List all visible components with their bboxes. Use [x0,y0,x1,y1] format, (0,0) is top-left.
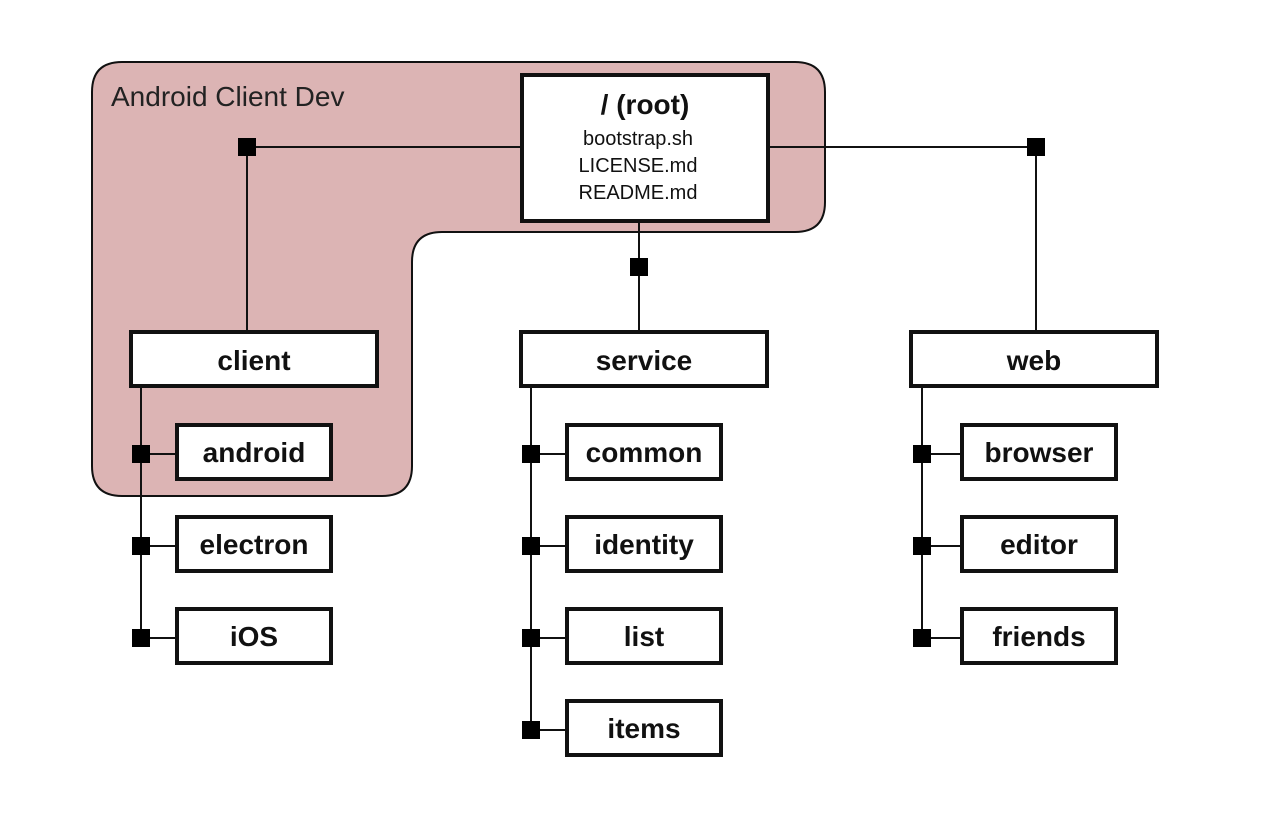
root-file: bootstrap.sh [583,128,693,150]
folder-box-electron [175,515,333,573]
junction-node [913,629,931,647]
folder-box-android [175,423,333,481]
folder-label: editor [1000,529,1078,560]
folder-label: browser [985,437,1094,468]
junction-node [913,537,931,555]
junction-node [630,258,648,276]
folder-box-identity [565,515,723,573]
folder-label: items [607,713,680,744]
folder-label: android [203,437,306,468]
folder-box-ios [175,607,333,665]
root-junctions [238,138,1045,276]
group-web: web browser editor friends [909,330,1159,665]
folder-box-common [565,423,723,481]
junction-node [1027,138,1045,156]
folder-box-list [565,607,723,665]
junction-node [522,445,540,463]
junction-node [913,445,931,463]
folder-box-friends [960,607,1118,665]
junction-node [238,138,256,156]
junction-node [132,629,150,647]
folder-label: list [624,621,664,652]
junction-node [132,537,150,555]
folder-label: web [1006,345,1061,376]
folder-label: identity [594,529,694,560]
folder-label: electron [200,529,309,560]
root-box: / (root) bootstrap.sh LICENSE.md README.… [520,73,770,223]
folder-label: common [586,437,703,468]
root-file: README.md [579,182,698,204]
folder-label: client [217,345,290,376]
root-file: LICENSE.md [579,155,698,177]
folder-box-browser [960,423,1118,481]
root-title: / (root) [601,89,690,120]
group-service: service common identity list items [519,330,769,757]
folder-label: service [596,345,693,376]
folder-box-editor [960,515,1118,573]
folder-box-items [565,699,723,757]
folder-box-client [129,330,379,388]
folder-label: friends [992,621,1085,652]
junction-node [522,629,540,647]
region-label: Android Client Dev [111,81,344,112]
junction-node [522,721,540,739]
junction-node [522,537,540,555]
folder-box-web [909,330,1159,388]
folder-box-service [519,330,769,388]
junction-node [132,445,150,463]
folder-label: iOS [230,621,278,652]
root-connectors [246,146,1037,332]
group-client: client android electron iOS [129,330,379,665]
